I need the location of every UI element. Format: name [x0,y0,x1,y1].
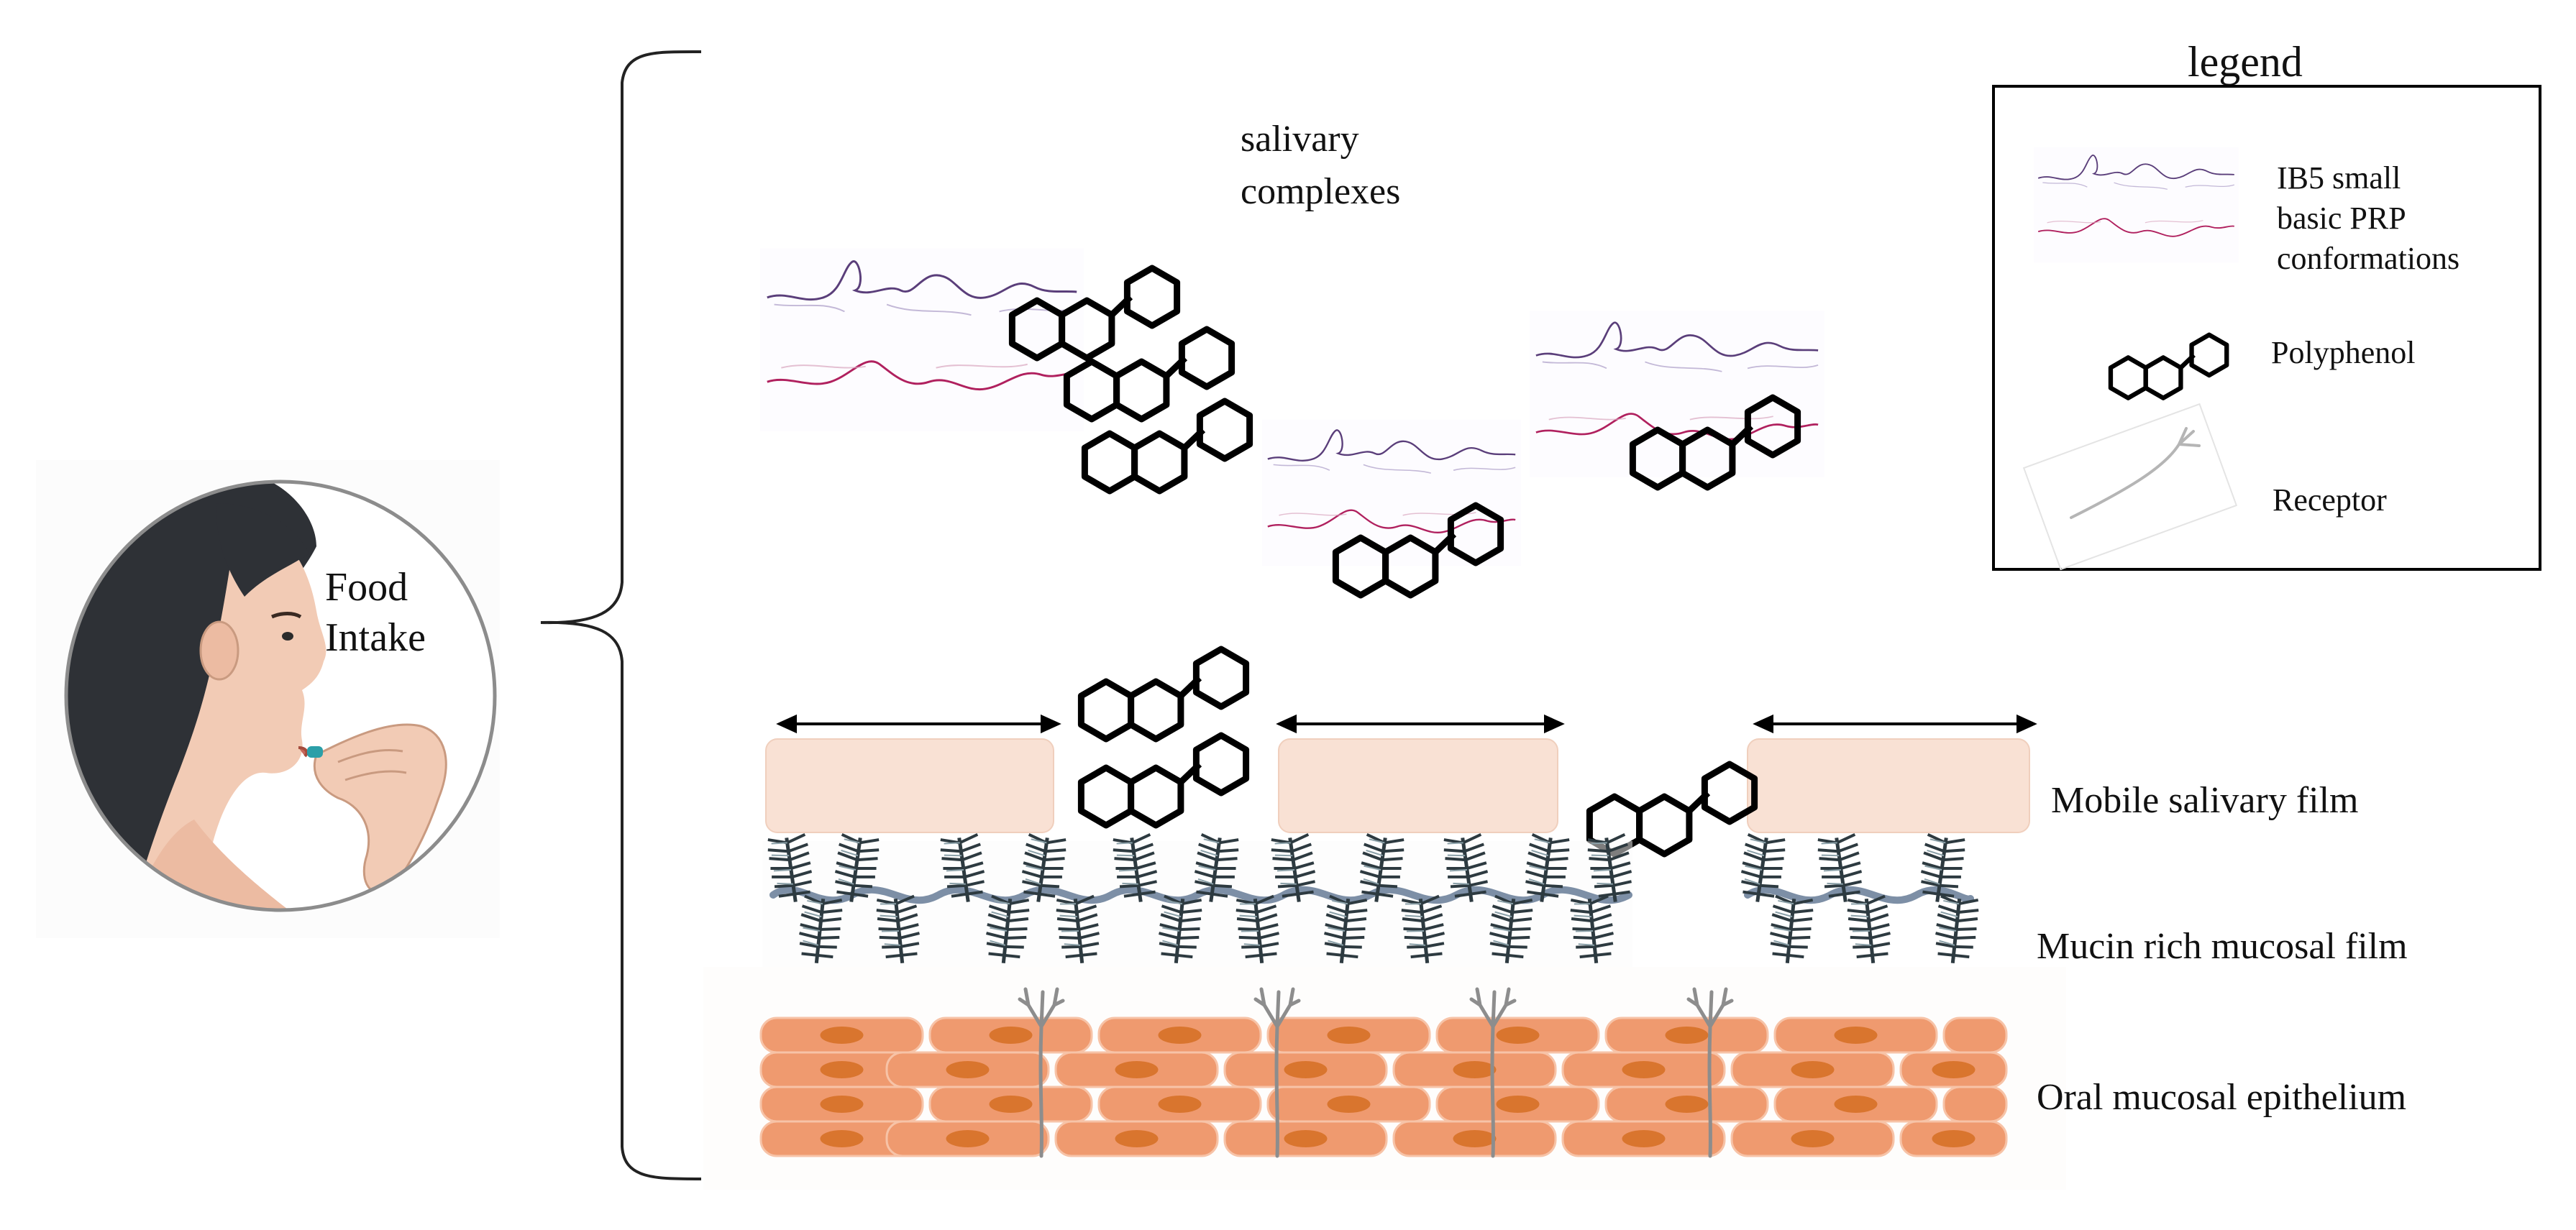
cell-nucleus [1622,1130,1666,1147]
cell-nucleus [1496,1027,1540,1044]
cell-nucleus [1665,1096,1709,1113]
eyebrow [271,612,302,619]
mucin-backbone-2 [1744,886,1974,904]
epithelium-cells [759,1016,2008,1157]
cell-nucleus [1284,1130,1328,1147]
mucin-film-label: Mucin rich mucosal film [2037,926,2408,967]
mucin-brush [1767,896,1814,965]
cell-nucleus [1834,1096,1878,1113]
food-label-line1: Food [325,565,408,610]
cell-nucleus [1791,1130,1835,1147]
film-segment-2 [1278,738,1558,833]
face [129,518,326,910]
cell-nucleus [1622,1061,1666,1078]
cell-nucleus [989,1096,1033,1113]
mobile-salivary-film: Mobile salivary film [765,649,2358,854]
legend-receptor-label: Receptor [2273,482,2387,518]
food-label-line2: Intake [325,615,426,660]
cell-nucleus [1115,1130,1159,1147]
food-intake-illustration: Food Intake [36,460,500,938]
film-segment-3 [1747,738,2030,833]
salivary-label-line1: salivary [1241,119,1359,160]
legend-box [1992,85,2541,571]
cell-nucleus [1115,1061,1159,1078]
legend: legend IB5 small basic PRP conformations… [1992,38,2541,571]
mucin-backbone-1 [769,886,1632,904]
cell-nucleus [820,1096,864,1113]
width-arrows [776,714,2037,734]
cell-nucleus [946,1130,990,1147]
cell-nucleus [1932,1061,1976,1078]
curly-brace [540,50,702,1180]
mucin-brush [1846,896,1893,965]
legend-prp-line1: IB5 small [2277,160,2401,196]
epithelial-cell [1942,1016,2008,1054]
receptor-icon [2022,403,2238,571]
legend-title: legend [2188,38,2303,86]
legend-prp-line2: basic PRP [2277,201,2406,236]
cell-nucleus [1453,1061,1497,1078]
cell-nucleus [1158,1027,1202,1044]
legend-prp-line3: conformations [2277,241,2459,276]
cell-nucleus [820,1130,864,1147]
cell-nucleus [1327,1027,1371,1044]
salivary-label-line2: complexes [1241,171,1400,212]
cell-nucleus [1158,1096,1202,1113]
mucin-brush [1932,896,1979,965]
oral-epithelium: Oral mucosal epithelium [703,967,2406,1190]
film-segment-1 [765,738,1054,833]
epithelium-label: Oral mucosal epithelium [2037,1077,2406,1118]
cell-nucleus [1791,1061,1835,1078]
portrait-frame [64,479,497,912]
person-portrait [66,482,495,910]
polyphenol-icon [2111,335,2226,398]
prp-conformation-complex-1 [759,247,1085,433]
eye [282,632,293,641]
ear [199,620,239,681]
polyphenol-complex-1b [1067,329,1231,419]
salivary-complexes: salivary complexes [759,119,1826,595]
mucin-film: Mucin rich mucosal film [762,835,2408,967]
prp-conformation-complex-2 [1261,418,1522,567]
cell-nucleus [1453,1130,1497,1147]
polyphenol-free-1 [1081,649,1246,739]
mouth [298,746,309,758]
cell-nucleus [1284,1061,1328,1078]
cell-nucleus [820,1027,864,1044]
food-pill [307,746,323,758]
cell-nucleus [1327,1096,1371,1113]
cell-nucleus [1834,1027,1878,1044]
cell-nucleus [1496,1096,1540,1113]
legend-polyphenol-label: Polyphenol [2271,335,2415,370]
mobile-film-label: Mobile salivary film [2051,780,2358,821]
cell-nucleus [946,1061,990,1078]
polyphenol-complex-1c [1084,401,1249,491]
cell-nucleus [1932,1130,1976,1147]
cell-nucleus [820,1061,864,1078]
cell-nucleus [989,1027,1033,1044]
polyphenol-free-2 [1081,735,1246,825]
epithelial-cell [1942,1086,2008,1123]
cell-nucleus [1665,1027,1709,1044]
prp-conformation-icon [2033,146,2239,264]
